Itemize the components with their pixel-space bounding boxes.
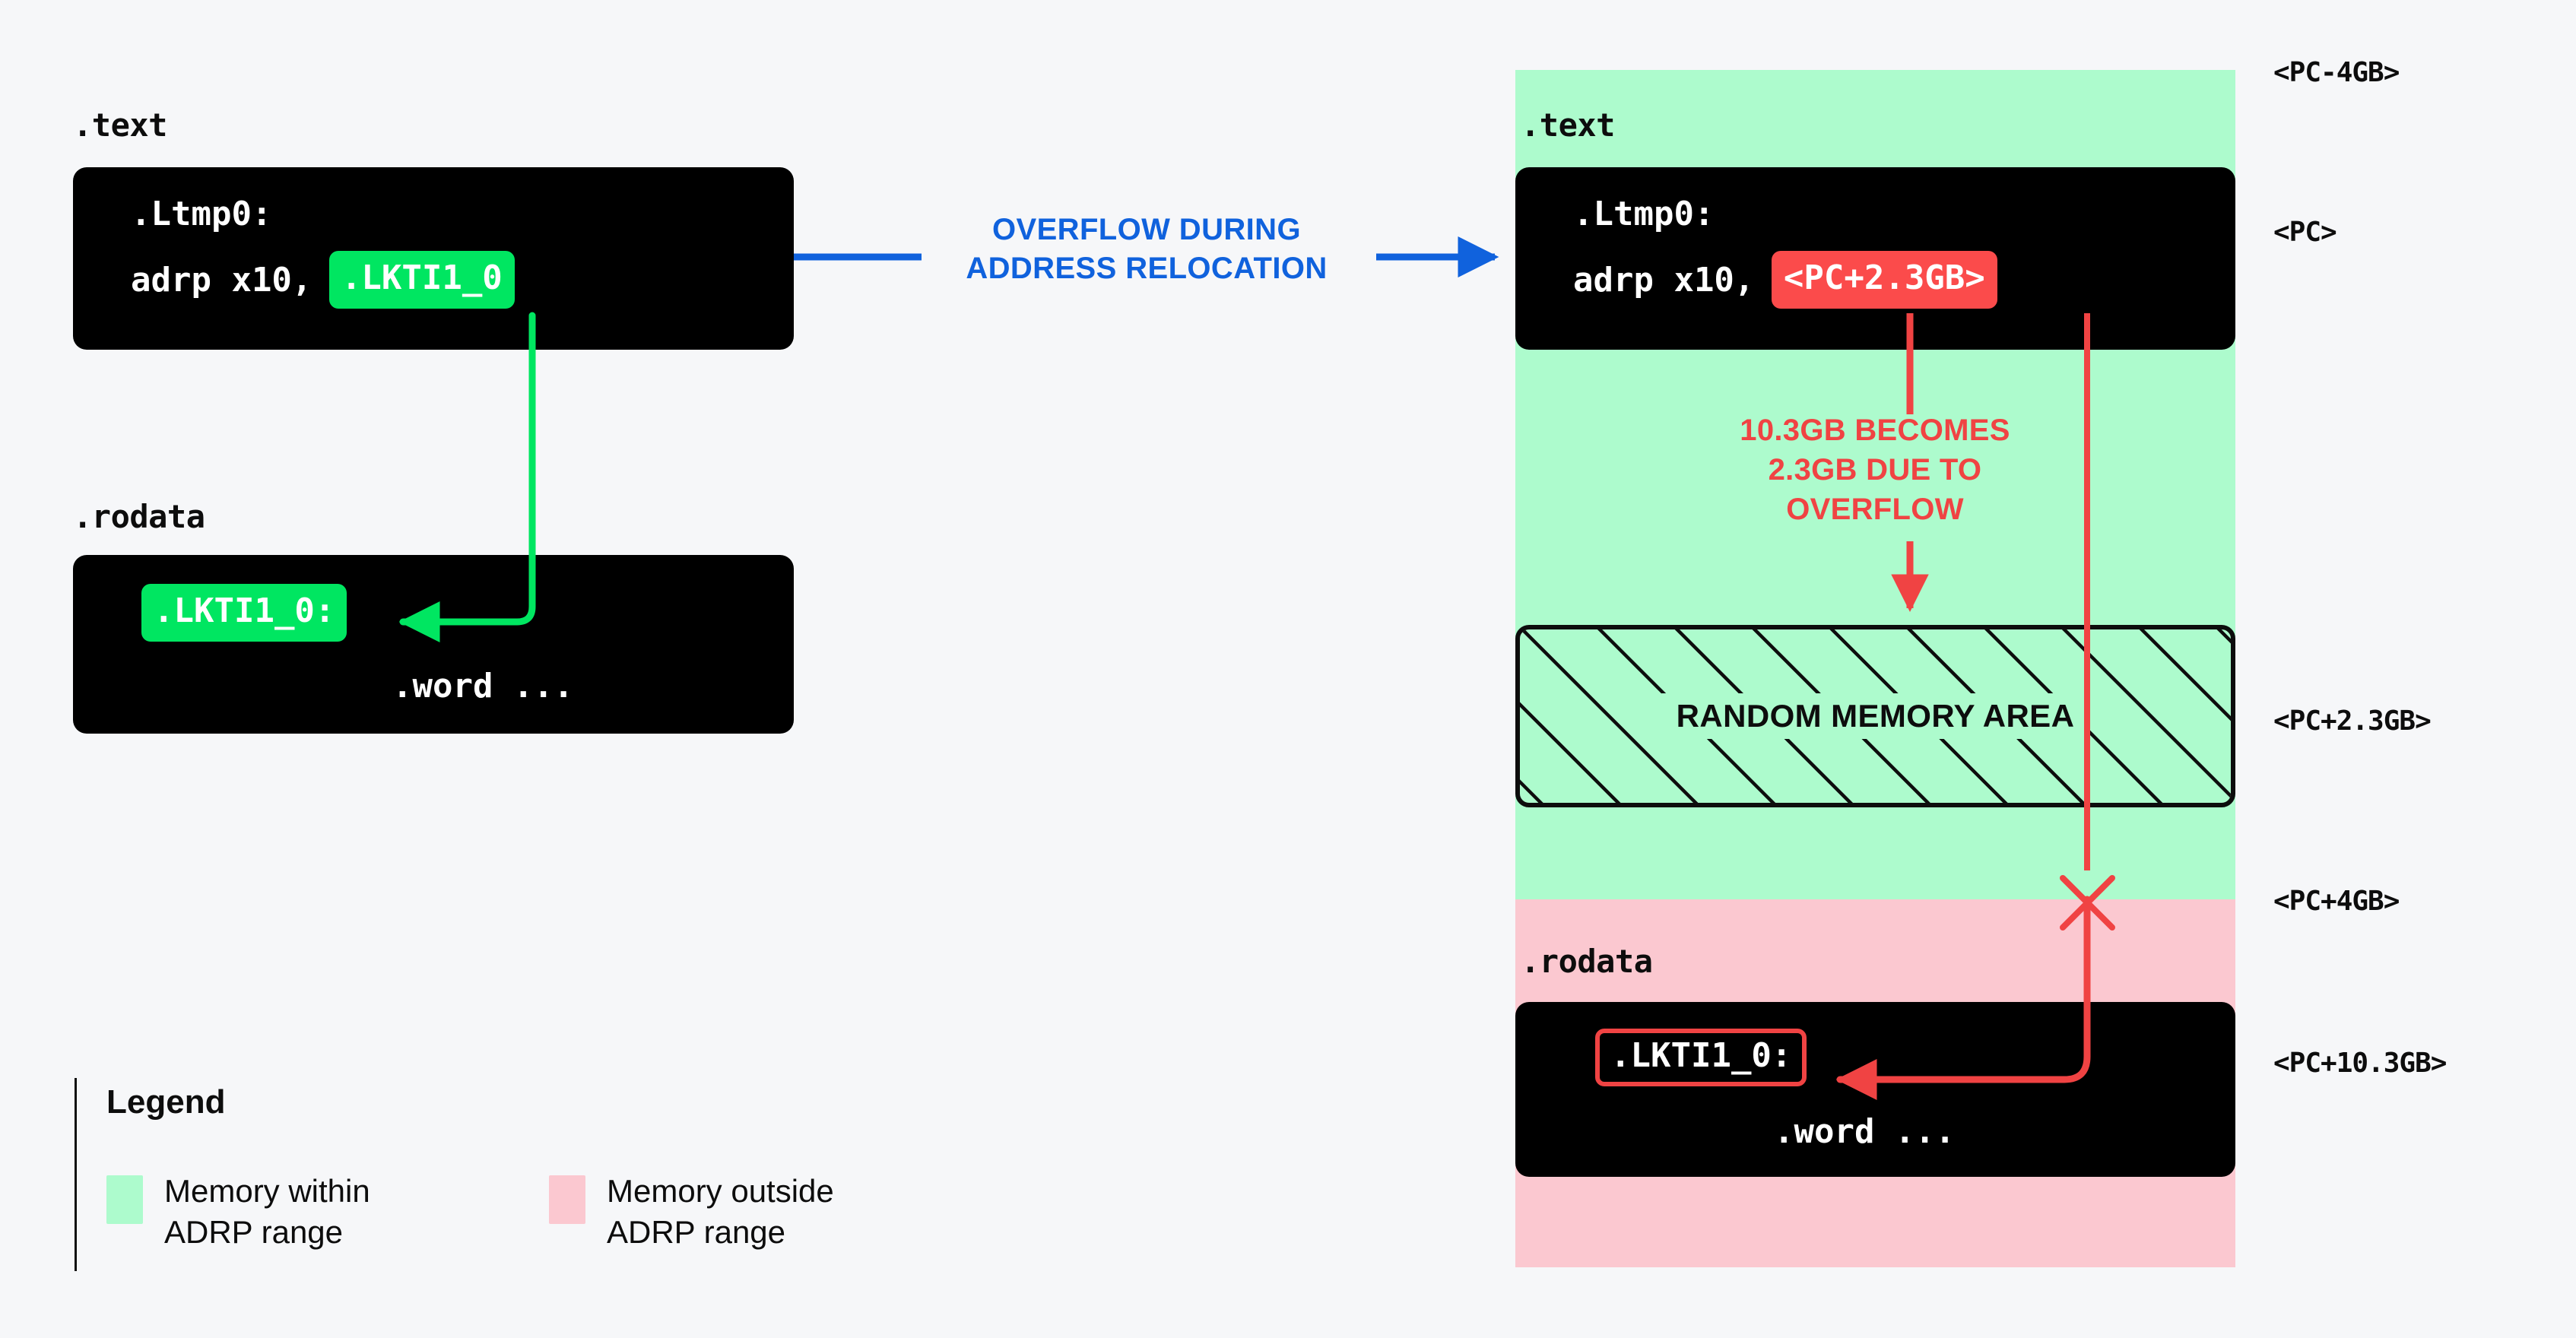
legend-label-in-range: Memory within ADRP range (164, 1171, 370, 1253)
address-label-pc-plus-10-3gb: <PC+10.3GB> (2273, 1048, 2447, 1079)
legend-label-in-range-line-2: ADRP range (164, 1213, 344, 1250)
flow-caption: OVERFLOW DURING ADDRESS RELOCATION (934, 211, 1359, 288)
legend-label-out-of-range-line-2: ADRP range (607, 1213, 786, 1250)
right-text-line-1: adrp x10, (1573, 260, 1755, 300)
legend-swatch-in-range (106, 1175, 143, 1224)
right-text-line-0: .Ltmp0: (1573, 195, 1715, 233)
left-rodata-section-label: .rodata (73, 498, 205, 535)
legend-divider-rule (75, 1078, 77, 1271)
flow-caption-line-2: ADDRESS RELOCATION (966, 252, 1328, 286)
right-symbol-chip-overflowed[interactable]: <PC+2.3GB> (1771, 251, 1997, 309)
left-text-line-1: adrp x10, (131, 260, 312, 300)
overflow-note-line-1: 10.3GB BECOMES (1740, 414, 2010, 447)
address-label-pc-plus-4gb: <PC+4GB> (2273, 886, 2400, 917)
right-text-code-block: .Ltmp0: adrp x10, <PC+2.3GB> (1515, 167, 2235, 350)
right-rodata-symbol-chip[interactable]: .LKTI1_0: (1595, 1029, 1807, 1086)
left-text-line-1-row: adrp x10, .LKTI1_0 (131, 251, 515, 309)
right-rodata-section-label: .rodata (1521, 943, 1653, 980)
left-rodata-code-block: .LKTI1_0: .word ... (73, 555, 794, 734)
address-label-pc: <PC> (2273, 217, 2337, 248)
right-rodata-line-0: .word ... (1774, 1112, 1956, 1151)
left-text-line-0: .Ltmp0: (131, 195, 272, 233)
legend-label-in-range-line-1: Memory within (164, 1173, 370, 1209)
legend-title: Legend (106, 1083, 226, 1121)
right-text-line-1-row: adrp x10, <PC+2.3GB> (1573, 251, 1997, 309)
right-text-section-label: .text (1521, 106, 1615, 144)
address-label-pc-plus-2-3gb: <PC+2.3GB> (2273, 705, 2432, 737)
right-rodata-code-block: .LKTI1_0: .word ... (1515, 1002, 2235, 1177)
random-memory-area-label-backing: RANDOM MEMORY AREA (1661, 693, 2090, 739)
overflow-note-line-2: 2.3GB DUE TO (1768, 453, 1982, 487)
left-text-section-label: .text (73, 106, 167, 144)
legend-label-out-of-range-line-1: Memory outside (607, 1173, 834, 1209)
left-rodata-line-0: .word ... (392, 667, 574, 705)
overflow-note-line-3: OVERFLOW (1786, 493, 1964, 526)
flow-caption-line-1: OVERFLOW DURING (992, 213, 1301, 246)
overflow-note: 10.3GB BECOMES 2.3GB DUE TO OVERFLOW (1670, 411, 2080, 529)
left-text-code-block: .Ltmp0: adrp x10, .LKTI1_0 (73, 167, 794, 350)
legend-item-out-of-range: Memory outside ADRP range (549, 1171, 834, 1253)
legend-label-out-of-range: Memory outside ADRP range (607, 1171, 834, 1253)
left-rodata-symbol-chip[interactable]: .LKTI1_0: (141, 584, 347, 642)
address-label-pc-minus-4gb: <PC-4GB> (2273, 57, 2400, 88)
legend-swatch-out-of-range (549, 1175, 585, 1224)
random-memory-area-label: RANDOM MEMORY AREA (1676, 698, 2075, 734)
legend-item-in-range: Memory within ADRP range (106, 1171, 370, 1253)
left-symbol-chip[interactable]: .LKTI1_0 (328, 251, 515, 309)
random-memory-area-block: RANDOM MEMORY AREA (1515, 625, 2235, 807)
